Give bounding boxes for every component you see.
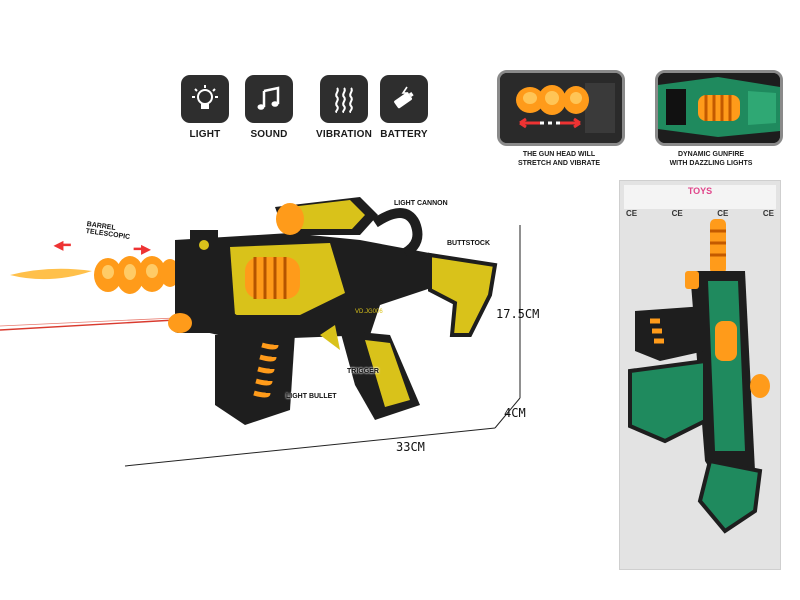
toy-gun-green xyxy=(628,219,770,534)
light-bulb-icon xyxy=(181,75,229,123)
caption-line: STRETCH AND VIBRATE xyxy=(517,160,601,167)
feature-vibration: VIBRATION xyxy=(309,75,379,140)
vibration-waves-icon xyxy=(320,75,368,123)
inset-gun-head xyxy=(497,70,625,146)
feature-sound: SOUND xyxy=(234,75,304,140)
callout-light-bullet: LIGHT BULLET xyxy=(286,393,337,400)
dimension-height: 17.5CM xyxy=(496,307,540,321)
toy-gun-yellow: VD.JG006 xyxy=(0,197,498,425)
ce-mark-icon: CE xyxy=(762,209,774,218)
battery-icon xyxy=(380,75,428,123)
caption-line: THE GUN HEAD WILL xyxy=(522,151,596,158)
caption-line: DYNAMIC GUNFIRE xyxy=(677,151,745,158)
cert-row: CE CE CE CE xyxy=(626,209,774,223)
arrow-left-icon: ◀━ xyxy=(54,238,71,252)
callout-trigger: TRIGGER xyxy=(347,368,379,375)
ce-mark-icon: CE xyxy=(717,209,729,218)
ce-mark-icon: CE xyxy=(671,209,683,218)
arrow-right-icon: ━▶ xyxy=(134,242,151,256)
product-package: TOYS CE CE CE CE xyxy=(619,180,781,570)
inset-caption: THE GUN HEAD WILL STRETCH AND VIBRATE xyxy=(484,150,634,168)
feature-label: LIGHT xyxy=(189,129,221,140)
package-header: TOYS xyxy=(624,185,776,209)
feature-label: VIBRATION xyxy=(315,129,373,140)
callout-light-cannon: LIGHT CANNON xyxy=(394,200,448,207)
ce-mark-icon: CE xyxy=(626,209,638,218)
dimension-width: 33CM xyxy=(396,440,425,454)
feature-battery: BATTERY xyxy=(369,75,439,140)
music-note-icon xyxy=(245,75,293,123)
feature-label: BATTERY xyxy=(380,129,428,140)
svg-text:VD.JG006: VD.JG006 xyxy=(355,309,383,315)
feature-label: SOUND xyxy=(250,129,288,140)
inset-gunfire xyxy=(655,70,783,146)
inset-caption: DYNAMIC GUNFIRE WITH DAZZLING LIGHTS xyxy=(636,150,786,168)
callout-buttstock: BUTTSTOCK xyxy=(447,240,491,247)
caption-line: WITH DAZZLING LIGHTS xyxy=(669,160,753,167)
dimension-depth: 4CM xyxy=(504,406,526,420)
feature-light: LIGHT xyxy=(170,75,240,140)
brand-logo: TOYS xyxy=(687,186,713,196)
